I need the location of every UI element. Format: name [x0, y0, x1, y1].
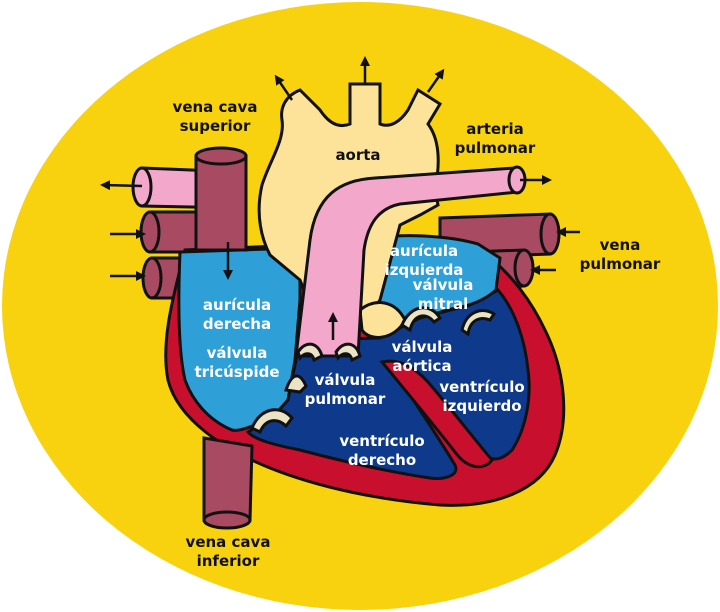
vena-cava: [194, 146, 254, 530]
left-atrium-chamber: [363, 234, 502, 322]
label-ventriculo-izquierdo: ventrículo izquierdo: [439, 378, 525, 415]
label-vena-cava-inferior: vena cava inferior: [185, 533, 271, 570]
flow-arrows: [100, 56, 580, 340]
label-valvula-tricuspide: válvula tricúspide: [194, 344, 280, 381]
label-valvula-pulmonar: válvula pulmonar: [304, 371, 386, 408]
label-valvula-mitral: válvula mitral: [412, 276, 474, 313]
label-valvula-aortica: válvula aórtica: [391, 338, 453, 375]
arrow-aorta-left: [274, 74, 294, 101]
label-auricula-derecha: aurícula derecha: [202, 296, 272, 333]
label-ventriculo-derecho: ventrículo derecho: [339, 432, 425, 469]
label-vena-pulmonar: vena pulmonar: [579, 236, 661, 273]
label-arteria-pulmonar: arteria pulmonar: [454, 120, 536, 157]
arrow-pulmonary-left: [100, 180, 143, 191]
heart-valves: [250, 306, 497, 435]
label-auricula-izquierda: aurícula izquierda: [384, 242, 464, 279]
label-aorta: aorta: [335, 146, 381, 164]
arrow-aorta-right: [426, 68, 445, 93]
ventricular-septum: [379, 359, 494, 469]
right-atrium-chamber: [177, 246, 302, 432]
label-vena-cava-superior: vena cava superior: [172, 98, 258, 135]
